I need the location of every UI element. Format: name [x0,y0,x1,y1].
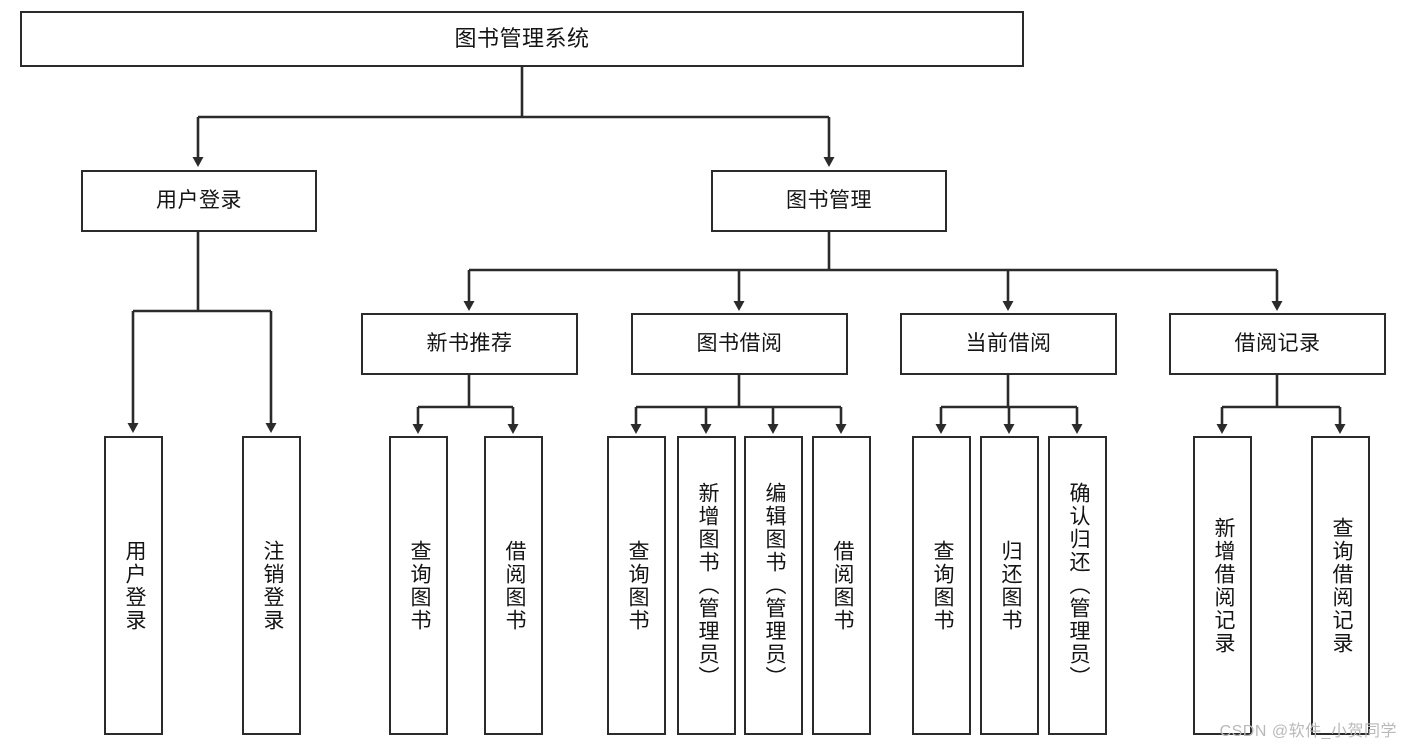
node-borrow-record-label: 借阅记录 [1234,332,1321,356]
node-leaf-query-book-1-label: 查询图书 [407,539,431,632]
node-leaf-add-book[interactable]: 新增图书（管理员） [677,436,736,735]
node-book-management-label: 图书管理 [786,189,872,213]
node-leaf-query-book-2[interactable]: 查询图书 [607,436,666,735]
node-leaf-query-book-1[interactable]: 查询图书 [389,436,448,735]
node-leaf-query-book-3[interactable]: 查询图书 [912,436,971,735]
node-borrow-record[interactable]: 借阅记录 [1169,313,1386,375]
node-current-borrow[interactable]: 当前借阅 [900,313,1117,375]
node-leaf-query-record-label: 查询借阅记录 [1329,516,1353,655]
node-new-book-recommend-label: 新书推荐 [426,332,513,356]
node-leaf-user-login-label: 用户登录 [122,539,146,632]
node-leaf-query-book-3-label: 查询图书 [930,539,954,632]
node-leaf-borrow-book-1[interactable]: 借阅图书 [484,436,543,735]
node-leaf-query-record[interactable]: 查询借阅记录 [1311,436,1370,735]
node-book-borrow-label: 图书借阅 [696,332,783,356]
node-user-login-label: 用户登录 [156,189,242,213]
node-book-management[interactable]: 图书管理 [711,170,947,232]
node-book-borrow[interactable]: 图书借阅 [631,313,848,375]
node-leaf-logout-login[interactable]: 注销登录 [242,436,301,735]
node-leaf-borrow-book-1-label: 借阅图书 [502,539,526,632]
node-leaf-borrow-book-2[interactable]: 借阅图书 [812,436,871,735]
watermark: CSDN @软件_小贺同学 [1219,723,1397,740]
node-user-login[interactable]: 用户登录 [81,170,317,232]
node-new-book-recommend[interactable]: 新书推荐 [361,313,578,375]
node-leaf-confirm-return-label: 确认归还（管理员） [1066,482,1090,689]
node-leaf-query-book-2-label: 查询图书 [625,539,649,632]
node-leaf-edit-book[interactable]: 编辑图书（管理员） [744,436,803,735]
node-root[interactable]: 图书管理系统 [20,11,1024,67]
node-leaf-confirm-return[interactable]: 确认归还（管理员） [1048,436,1107,735]
node-leaf-borrow-book-2-label: 借阅图书 [830,539,854,632]
node-leaf-return-book-label: 归还图书 [998,539,1022,632]
node-leaf-add-record[interactable]: 新增借阅记录 [1193,436,1252,735]
node-root-label: 图书管理系统 [454,25,590,51]
node-current-borrow-label: 当前借阅 [965,332,1052,356]
node-leaf-logout-login-label: 注销登录 [260,539,284,632]
node-leaf-user-login[interactable]: 用户登录 [104,436,163,735]
node-leaf-return-book[interactable]: 归还图书 [980,436,1039,735]
node-leaf-add-book-label: 新增图书（管理员） [695,482,719,689]
node-leaf-add-record-label: 新增借阅记录 [1211,516,1235,655]
node-leaf-edit-book-label: 编辑图书（管理员） [762,482,786,689]
